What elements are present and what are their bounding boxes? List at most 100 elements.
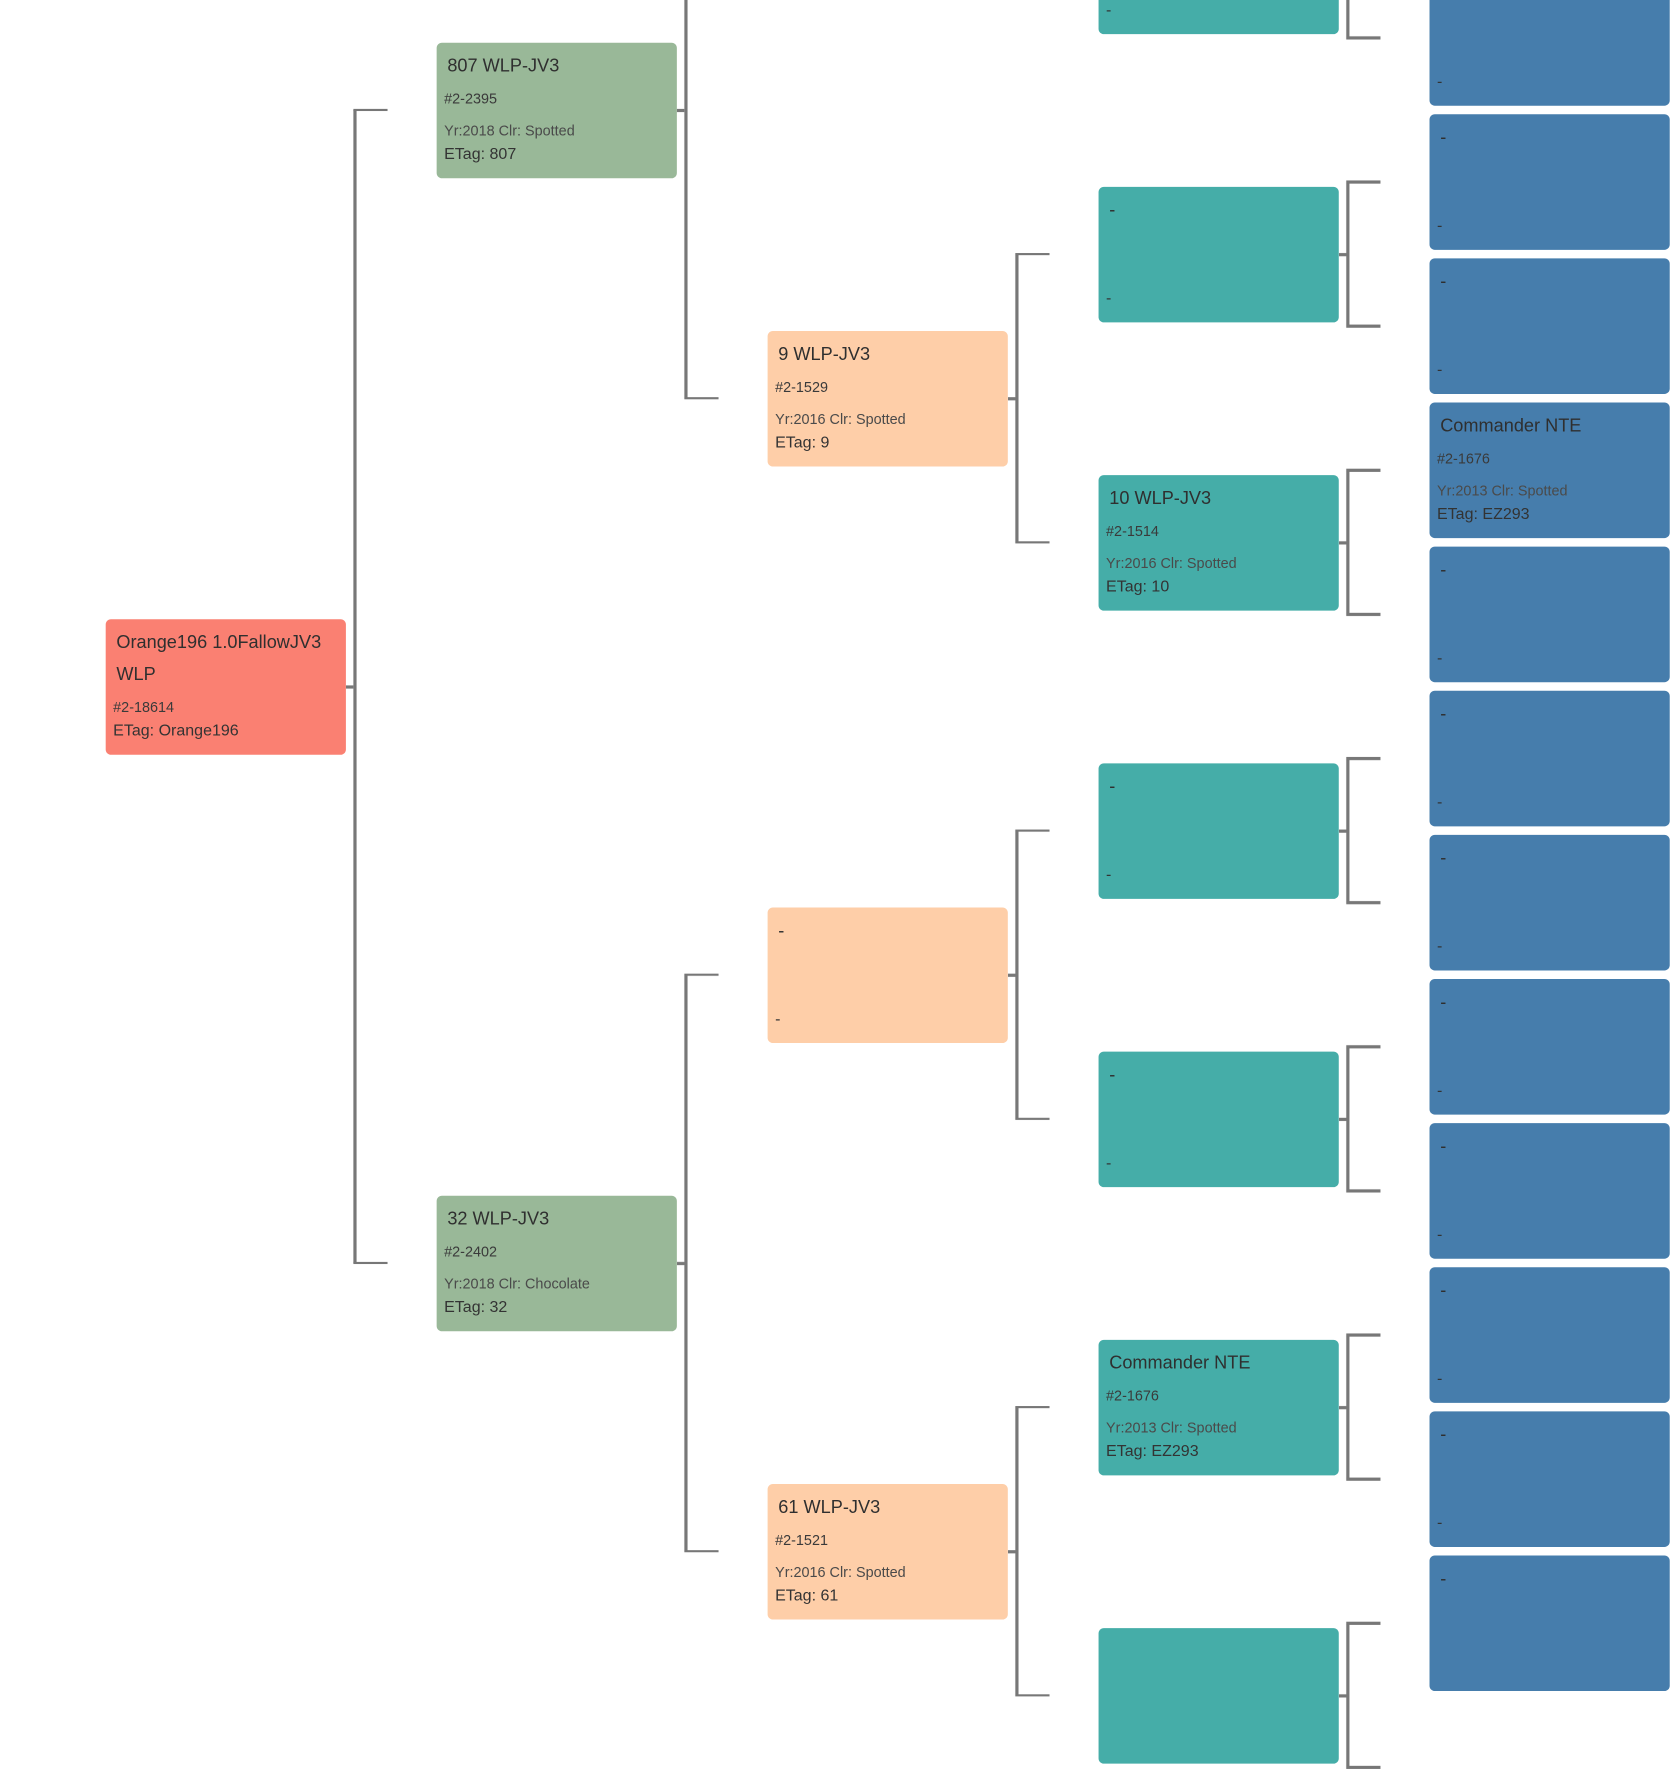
registration-number: #2-1521 bbox=[775, 1531, 828, 1548]
registration-number: #2-1529 bbox=[775, 378, 828, 395]
ancestor-card[interactable]: -- bbox=[1429, 546, 1670, 683]
ear-tag: - bbox=[1436, 937, 1443, 956]
ancestor-card[interactable]: -- bbox=[1429, 1267, 1670, 1403]
connector-parent-stub bbox=[1007, 396, 1016, 400]
ancestor-card[interactable]: -- bbox=[1429, 1123, 1670, 1259]
animal-name: Commander NTE bbox=[1440, 415, 1582, 436]
connector-vertical bbox=[684, 974, 688, 1552]
ancestor-card[interactable]: -- bbox=[1098, 186, 1339, 322]
ear-tag: - bbox=[1436, 1225, 1443, 1244]
ancestor-card[interactable]: -- bbox=[1098, 762, 1339, 899]
animal-name: - bbox=[1109, 775, 1116, 796]
connector-parent-stub bbox=[1338, 828, 1347, 833]
animal-name: - bbox=[1440, 1424, 1447, 1445]
ear-tag: ETag: EZ293 bbox=[1106, 1441, 1199, 1460]
connector-dam-stub bbox=[1346, 1189, 1381, 1193]
ancestor-card[interactable]: -- bbox=[767, 906, 1008, 1043]
connector-dam-stub bbox=[684, 1549, 719, 1553]
connector-vertical bbox=[1346, 758, 1349, 903]
registration-number: #2-1676 bbox=[1106, 1387, 1159, 1404]
animal-name: - bbox=[778, 919, 785, 941]
year-color: Yr:2016 Clr: Spotted bbox=[775, 410, 906, 427]
ancestor-card[interactable]: -- bbox=[1429, 834, 1670, 971]
animal-name: 61 WLP-JV3 bbox=[778, 1496, 881, 1517]
ear-tag: - bbox=[1436, 216, 1443, 235]
connector-dam-stub bbox=[1346, 36, 1381, 40]
connector-vertical bbox=[1346, 182, 1349, 327]
ear-tag: - bbox=[775, 1009, 781, 1028]
connector-dam-stub bbox=[1015, 1117, 1050, 1121]
connector-vertical bbox=[1346, 0, 1349, 38]
connector-vertical bbox=[1015, 830, 1018, 1119]
ancestor-card[interactable]: -- bbox=[1429, 978, 1670, 1115]
registration-number: #2-2402 bbox=[444, 1243, 498, 1260]
animal-name: 32 WLP-JV3 bbox=[447, 1207, 550, 1229]
animal-name: - bbox=[1440, 991, 1447, 1013]
registration-number: #2-1676 bbox=[1436, 450, 1490, 467]
connector-parent-stub bbox=[345, 684, 354, 689]
connector-parent-stub bbox=[1007, 973, 1016, 977]
connector-sire-stub bbox=[1346, 1333, 1381, 1337]
connector-dam-stub bbox=[1346, 1477, 1381, 1481]
animal-name: Commander NTE bbox=[1109, 1352, 1251, 1373]
animal-name: - bbox=[1440, 1568, 1447, 1589]
ancestor-card[interactable]: -- bbox=[1098, 1051, 1339, 1187]
connector-vertical bbox=[1346, 1046, 1349, 1191]
connector-sire-stub bbox=[1346, 468, 1381, 472]
connector-sire-stub bbox=[1346, 1045, 1381, 1049]
connector-dam-stub bbox=[1346, 1766, 1381, 1769]
connector-dam-stub bbox=[1346, 901, 1381, 905]
connector-dam-stub bbox=[1015, 1694, 1050, 1697]
animal-name: - bbox=[1109, 1063, 1116, 1085]
ear-tag: ETag: 61 bbox=[775, 1585, 839, 1605]
animal-name: 10 WLP-JV3 bbox=[1109, 487, 1212, 508]
ancestor-card[interactable]: - bbox=[1098, 0, 1339, 34]
connector-sire-stub bbox=[1015, 252, 1050, 256]
ancestor-card[interactable]: -- bbox=[1429, 1411, 1670, 1547]
connector-vertical bbox=[684, 0, 688, 399]
registration-number: #2-18614 bbox=[113, 698, 175, 715]
animal-name: - bbox=[1440, 271, 1447, 292]
connector-parent-stub bbox=[1338, 1693, 1347, 1697]
ancestor-card[interactable]: - bbox=[1429, 0, 1670, 106]
connector-sire-stub bbox=[1346, 757, 1381, 760]
connector-parent-stub bbox=[676, 1261, 685, 1265]
connector-vertical bbox=[353, 109, 357, 1263]
animal-name: - bbox=[1440, 127, 1447, 148]
connector-sire-stub bbox=[684, 973, 719, 977]
connector-parent-stub bbox=[1007, 1549, 1016, 1553]
year-color: Yr:2016 Clr: Spotted bbox=[775, 1563, 906, 1580]
ancestor-card[interactable] bbox=[1098, 1627, 1339, 1764]
ancestor-card[interactable]: -- bbox=[1429, 258, 1670, 394]
ear-tag: - bbox=[1106, 1153, 1112, 1172]
connector-sire-stub bbox=[353, 108, 388, 112]
connector-dam-stub bbox=[684, 396, 719, 400]
ancestor-card[interactable]: -- bbox=[1429, 690, 1670, 827]
registration-number: #2-1514 bbox=[1106, 522, 1159, 539]
animal-name: Orange196 1.0FallowJV3 WLP bbox=[116, 631, 322, 684]
ear-tag: - bbox=[1106, 288, 1112, 307]
animal-name: 807 WLP-JV3 bbox=[447, 54, 560, 76]
animal-name: - bbox=[1440, 559, 1447, 580]
registration-number: #2-2395 bbox=[444, 90, 498, 107]
ear-tag: ETag: 10 bbox=[1106, 577, 1170, 596]
year-color: Yr:2018 Clr: Spotted bbox=[444, 122, 575, 139]
ancestor-card[interactable]: - bbox=[1429, 1555, 1670, 1692]
connector-dam-stub bbox=[1346, 324, 1381, 328]
connector-sire-stub bbox=[1346, 180, 1381, 184]
connector-sire-stub bbox=[1015, 829, 1050, 832]
connector-parent-stub bbox=[1338, 1117, 1347, 1121]
ancestor-card[interactable]: -- bbox=[1429, 114, 1670, 250]
year-color: Yr:2013 Clr: Spotted bbox=[1436, 482, 1568, 499]
ear-tag: ETag: 807 bbox=[444, 144, 517, 163]
connector-dam-stub bbox=[353, 1261, 388, 1265]
